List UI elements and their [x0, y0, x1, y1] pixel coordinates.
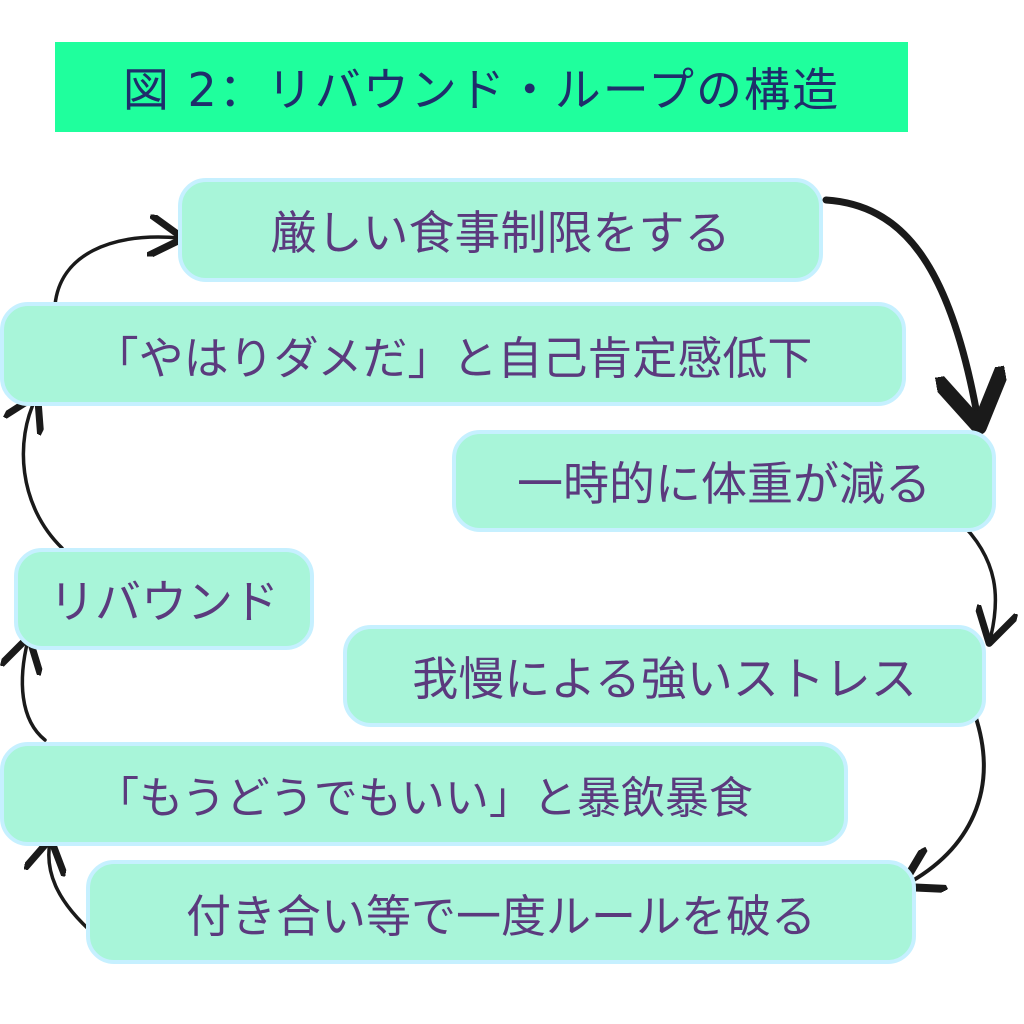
node-label: 付き合い等で一度ルールを破る	[185, 889, 816, 943]
node-break-rule: 付き合い等で一度ルールを破る	[86, 860, 916, 964]
node-binge: 「もうどうでもいい」と暴飲暴食	[0, 742, 848, 846]
figure-title: 図 2：リバウンド・ループの構造	[122, 63, 841, 117]
node-stress: 我慢による強いストレス	[343, 625, 986, 727]
node-rebound: リバウンド	[14, 548, 314, 650]
node-label: 「やはりダメだ」と自己肯定感低下	[93, 331, 813, 385]
node-strict-diet: 厳しい食事制限をする	[178, 178, 823, 282]
node-weight-drops: 一時的に体重が減る	[452, 430, 996, 532]
node-label: 我慢による強いストレス	[412, 652, 917, 706]
node-label: 厳しい食事制限をする	[270, 206, 731, 260]
figure-title-banner: 図 2：リバウンド・ループの構造	[55, 42, 908, 132]
node-low-self-esteem: 「やはりダメだ」と自己肯定感低下	[0, 302, 906, 406]
arrow-rebound-to-esteem	[23, 398, 64, 550]
node-label: リバウンド	[49, 575, 279, 629]
arrow-esteem-to-diet	[53, 237, 180, 307]
node-label: 「もうどうでもいい」と暴飲暴食	[95, 773, 753, 824]
arrow-weight-to-stress	[956, 518, 995, 640]
node-label: 一時的に体重が減る	[517, 457, 931, 511]
arrow-stress-to-breakrule	[905, 713, 986, 885]
arrow-binge-to-rebound	[22, 640, 47, 742]
